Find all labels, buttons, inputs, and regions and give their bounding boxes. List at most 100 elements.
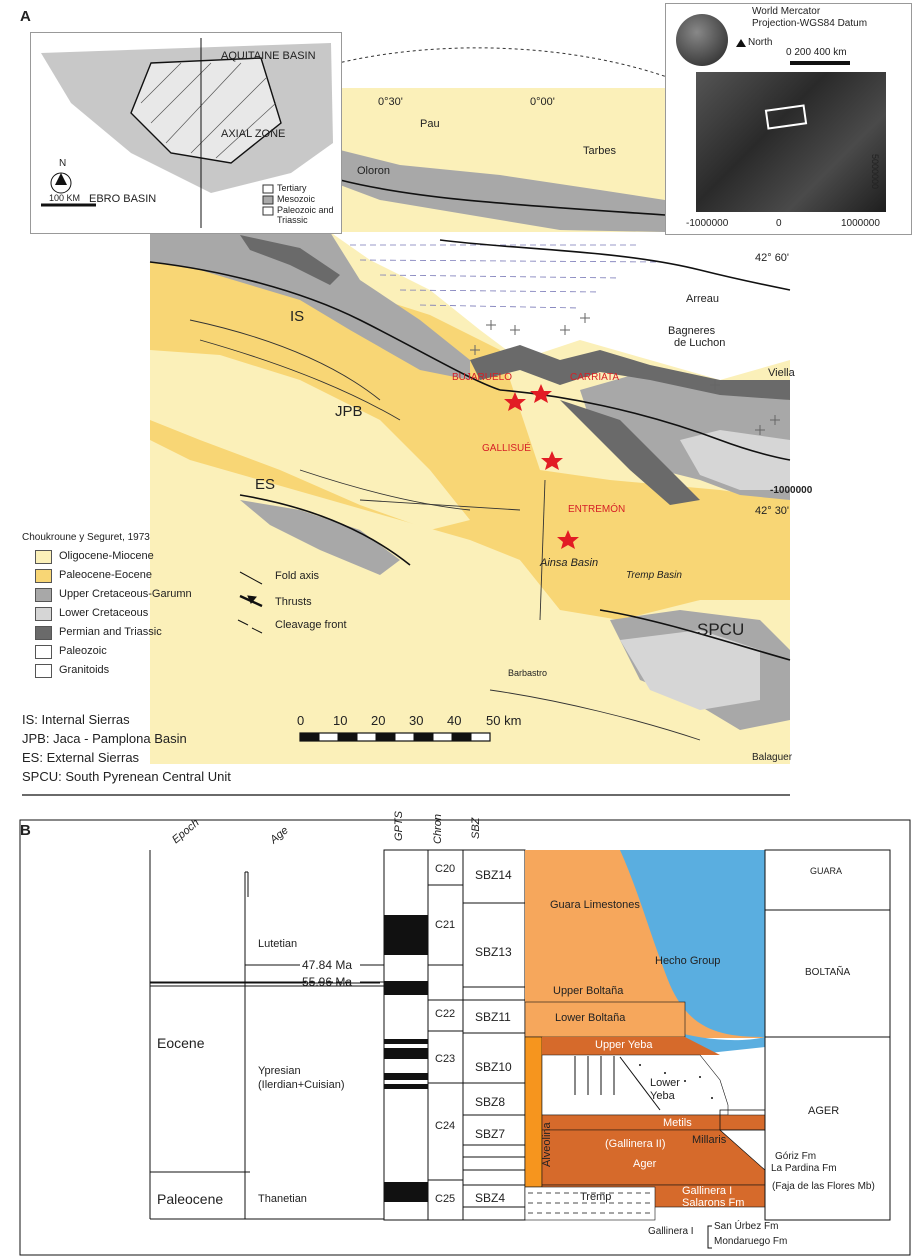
town-tarbes: Tarbes [583,145,617,157]
inset-ebro-label: EBRO BASIN [89,193,157,205]
legend-source: Choukroune y Seguret, 1973 [22,532,150,543]
panel-b: B Epoch Age GPTS Chron SBZ Eocene Paleoc… [0,811,915,1260]
lat-2: 42° 30' [755,505,790,517]
ma-55-96: 55.96 Ma [302,975,353,989]
lon-2: 0°00' [530,96,555,108]
legend-label-6: Granitoids [59,664,110,676]
unit-lower-yeba-1: Lower [650,1077,680,1089]
chron-c20: C20 [435,863,456,875]
unit-metils: Metils [663,1117,692,1129]
sbz-10: SBZ10 [475,1060,512,1074]
upper-cretaceous-area [150,232,470,380]
inset-axial-label: AXIAL ZONE [221,128,286,140]
unit-millaris: Millaris [692,1134,727,1146]
easting-label: -1000000 [770,485,813,496]
unit-tremp: Tremp Basin [626,570,682,581]
lon-1: 0°30' [378,96,403,108]
inset-legend-4: Triassic [277,215,308,225]
legend-label-1: Paleocene-Eocene [59,569,152,581]
abbrev-spcu: SPCU: South Pyrenean Central Unit [22,769,231,784]
unit-gallinera-1: Gallinera I [682,1185,733,1197]
world-north-label: North [748,37,773,48]
world-map: World Mercator Projection-WGS84 Datum No… [665,3,912,235]
satellite-image [696,72,886,212]
town-bagneres-1: Bagneres [668,325,716,337]
world-x3-label: 1000000 [841,218,880,229]
site-carriata: CARRIATA [570,372,620,383]
unit-upper-boltana: Upper Boltaña [553,985,624,997]
north-arrow-icon [736,39,746,47]
world-x2-label: 0 [776,218,782,229]
town-oloron: Oloron [357,165,391,177]
legend-swatch-paleocene [35,569,52,583]
paleocene-eocene-area [150,255,790,610]
legend-fold-axis: Fold axis [275,570,320,582]
scale-50: 50 km [486,713,522,728]
permian-triassic-area [470,345,790,400]
chron-c24: C24 [435,1120,456,1132]
unit-lower-yeba-2: Yeba [650,1090,675,1102]
legend-label-0: Oligocene-Miocene [59,550,154,562]
town-viella: Viella [768,367,795,379]
unit-gallinera-2: (Gallinera II) [605,1138,666,1150]
unit-is: IS [290,308,305,325]
fm-gallinera-1: Gallinera I [648,1226,694,1237]
unit-guara-limestones: Guara Limestones [550,899,640,911]
scale-10: 10 [333,713,348,728]
stratigraphic-chart [19,819,911,1256]
col-guara: GUARA [810,866,843,876]
paleozoic-area [330,232,790,380]
legend-thrusts: Thrusts [275,596,312,608]
sbz-4: SBZ4 [475,1191,506,1205]
hecho-group-unit [620,850,765,1037]
unit-upper-yeba: Upper Yeba [595,1039,653,1051]
epoch-paleocene: Paleocene [157,1191,224,1207]
unit-jpb: JPB [335,403,363,420]
world-scalebar [790,61,850,65]
site-gallisue: GALLISUÉ [482,443,531,454]
alveolina-unit [524,1036,543,1188]
site-entremon: ENTREMÓN [568,504,626,515]
age-thanetian: Thanetian [258,1193,307,1205]
tremp-unit [524,1186,656,1221]
panel-b-label: B [20,822,31,839]
unit-spcu: SPCU [697,620,745,639]
sbz-13: SBZ13 [475,945,512,959]
fm-la-pardina: La Pardina Fm [771,1163,837,1174]
col-boltana: BOLTAÑA [805,967,851,978]
world-title-1: World Mercator [752,6,821,17]
world-y-label: 5000000 [870,154,880,190]
lat-1: 42° 60' [755,252,790,264]
chron-c21: C21 [435,919,456,931]
header-chron: Chron [432,814,444,844]
ma-47-84: 47.84 Ma [302,958,353,972]
inset-legend-3: Paleozoic and [277,205,334,215]
unit-lower-boltana: Lower Boltaña [555,1012,626,1024]
scale-30: 30 [409,713,424,728]
unit-alveolina: Alveolina [541,1122,553,1167]
header-sbz: SBZ [470,817,482,839]
fm-faja: (Faja de las Flores Mb) [772,1181,875,1192]
sbz-7: SBZ7 [475,1127,506,1141]
scale-20: 20 [371,713,386,728]
age-lutetian: Lutetian [258,938,298,950]
inset-aquitaine-label: AQUITAINE BASIN [221,50,316,62]
scalebar [299,732,491,742]
globe-icon [676,14,728,66]
world-title-2: Projection-WGS84 Datum [752,18,868,29]
col-ager: AGER [808,1105,840,1117]
sbz-11: SBZ11 [475,1010,511,1024]
unit-ager: Ager [633,1158,657,1170]
sbz-14: SBZ14 [475,868,512,882]
chron-c25: C25 [435,1193,456,1205]
star-gallisue [541,451,563,470]
legend-swatch-oligocene [35,550,52,564]
panel-a-label: A [20,8,31,25]
header-gpts: GPTS [393,811,405,841]
unit-es: ES [255,476,276,493]
town-balaguer: Balaguer [752,752,793,763]
inset-map: AQUITAINE BASIN AXIAL ZONE EBRO BASIN N … [30,32,342,234]
chron-c22: C22 [435,1008,456,1020]
abbrev-jpb: JPB: Jaca - Pamplona Basin [22,731,187,746]
abbrev-es: ES: External Sierras [22,750,140,765]
